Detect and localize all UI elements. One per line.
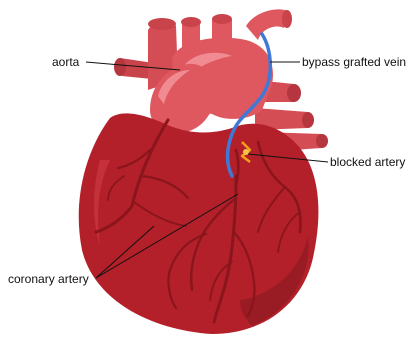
coronary-artery-label: coronary artery	[8, 272, 89, 286]
blocked-artery-label: blocked artery	[330, 155, 405, 169]
aorta-label: aorta	[52, 55, 80, 69]
bypass-grafted-vein-label: bypass grafted vein	[302, 55, 406, 69]
